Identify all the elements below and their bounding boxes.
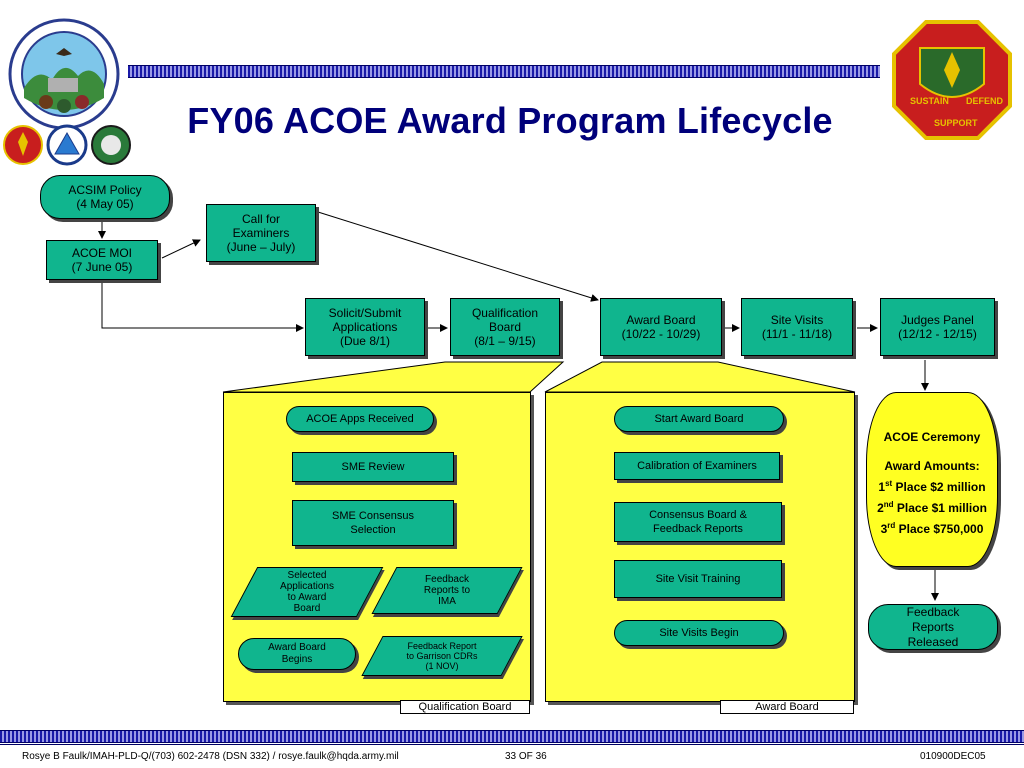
node-start-award-board: Start Award Board [614, 406, 784, 432]
award-board-caption: Award Board [720, 700, 854, 714]
footer-page: 33 OF 36 [505, 751, 547, 762]
motto-left: SUSTAIN [910, 96, 949, 106]
award-board-panel [545, 392, 855, 702]
second-place: 2nd Place $1 million [877, 500, 987, 515]
page-title: FY06 ACOE Award Program Lifecycle [187, 100, 833, 141]
ceremony-title: ACOE Ceremony [883, 430, 981, 444]
footer-code: 010900DEC05 [920, 751, 986, 762]
node-award-board-begins: Award Board Begins [238, 638, 356, 670]
node-judges-panel: Judges Panel (12/12 - 12/15) [880, 298, 995, 356]
node-sme-consensus: SME Consensus Selection [292, 500, 454, 546]
motto-right: DEFEND [966, 96, 1004, 106]
acoe-ceremony-box: ACOE Ceremony Award Amounts: 1st Place $… [866, 392, 998, 567]
node-call-examiners: Call for Examiners (June – July) [206, 204, 316, 262]
motto-bottom: SUPPORT [934, 118, 978, 128]
node-award-board: Award Board (10/22 - 10/29) [600, 298, 722, 356]
footer-author: Rosye B Faulk/IMAH-PLD-Q/(703) 602-2478 … [22, 751, 399, 762]
first-place: 1st Place $2 million [878, 479, 986, 494]
award-amounts-label: Award Amounts: [884, 459, 980, 473]
logo-small-blue-icon [46, 124, 88, 166]
logo-shield-icon: SUSTAIN SUPPORT DEFEND [892, 20, 1012, 140]
header-stripe [128, 65, 880, 78]
logo-seal-icon [8, 18, 120, 130]
node-site-visit-training: Site Visit Training [614, 560, 782, 598]
third-place: 3rd Place $750,000 [880, 521, 984, 536]
node-site-visits-begin: Site Visits Begin [614, 620, 784, 646]
node-feedback-reports-ima: Feedback Reports to IMA [371, 567, 523, 614]
node-selected-applications: Selected Applications to Award Board [230, 567, 384, 617]
qualification-board-caption: Qualification Board [400, 700, 530, 714]
node-acsim-policy: ACSIM Policy (4 May 05) [40, 175, 170, 219]
footer-stripe [0, 730, 1024, 743]
footer-rule [0, 744, 1024, 745]
logo-small-green-icon [91, 125, 131, 165]
node-qualification-board: Qualification Board (8/1 – 9/15) [450, 298, 560, 356]
node-calibration-examiners: Calibration of Examiners [614, 452, 780, 480]
node-feedback-garrison: Feedback Report to Garrison CDRs (1 NOV) [361, 636, 523, 676]
node-acoe-apps-received: ACOE Apps Received [286, 406, 434, 432]
node-solicit-applications: Solicit/Submit Applications (Due 8/1) [305, 298, 425, 356]
node-acoe-moi: ACOE MOI (7 June 05) [46, 240, 158, 280]
node-sme-review: SME Review [292, 452, 454, 482]
node-consensus-board: Consensus Board & Feedback Reports [614, 502, 782, 542]
logo-small-red-icon [3, 125, 43, 165]
node-feedback-released: Feedback Reports Released [868, 604, 998, 650]
node-site-visits: Site Visits (11/1 - 11/18) [741, 298, 853, 356]
